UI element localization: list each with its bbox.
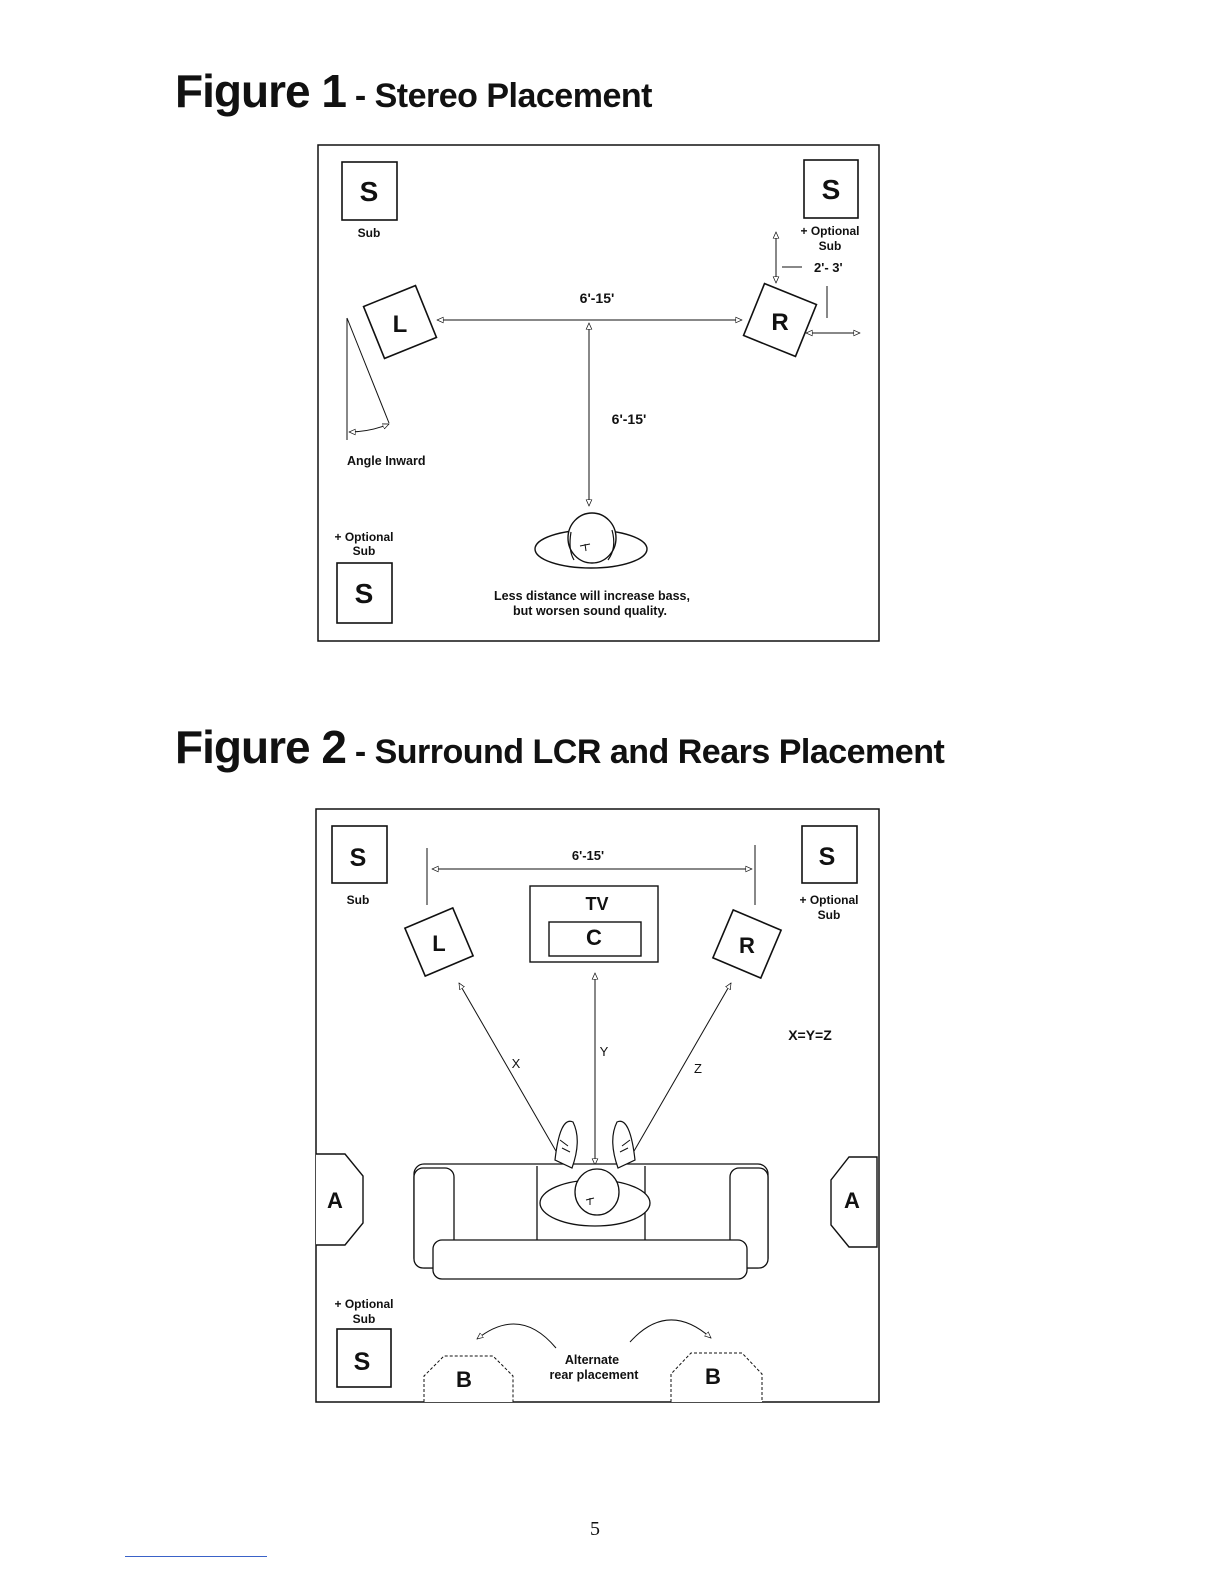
x-distance-label: X <box>512 1056 521 1071</box>
z-distance-label: Z <box>694 1061 702 1076</box>
subwoofer-letter: S <box>354 1348 371 1376</box>
right-speaker-letter: R <box>739 933 755 958</box>
subwoofer-top-right: S <box>801 825 858 884</box>
footer-rule <box>125 1556 267 1557</box>
rear-surround-letter: B <box>456 1367 472 1392</box>
figure-2-title: - Surround LCR and Rears Placement <box>354 733 945 771</box>
wall-distance-label: 2'- 3' <box>814 260 843 275</box>
page-number: 5 <box>590 1518 600 1540</box>
listener-figure <box>534 512 648 569</box>
subwoofer-bottom-left: S <box>336 562 393 624</box>
figure-2-number: Figure 2 <box>175 721 347 773</box>
left-speaker-letter: L <box>393 311 408 338</box>
side-surround-letter: A <box>844 1188 860 1213</box>
subwoofer-top-left: S <box>341 161 398 221</box>
subwoofer-letter: S <box>350 844 367 872</box>
figure-1-heading: Figure 1 - Stereo Placement <box>175 64 652 118</box>
subwoofer-letter: S <box>355 578 374 609</box>
tv-label: TV <box>585 894 608 914</box>
alternate-right-arrow <box>629 1319 711 1343</box>
right-speaker-letter: R <box>771 309 788 336</box>
rear-surround-right: B <box>670 1352 763 1402</box>
surround-placement-diagram: S Sub S + Optional Sub 6'-15' TV C L R X… <box>315 808 880 1403</box>
stereo-placement-diagram: S Sub S + Optional Sub 2'- 3' L R 6'-15'… <box>317 144 880 642</box>
tv-cabinet: TV C <box>529 885 659 963</box>
subwoofer-letter: S <box>819 843 836 871</box>
center-speaker <box>548 921 642 957</box>
side-surround-letter: A <box>327 1188 343 1213</box>
subwoofer-bottom-left: S <box>336 1328 392 1388</box>
y-distance-label: Y <box>600 1044 609 1059</box>
subwoofer-top-left: S <box>331 825 388 884</box>
sub-label: Sub <box>358 226 381 240</box>
rear-surround-left: B <box>423 1355 514 1402</box>
left-speaker: L <box>362 284 438 360</box>
alternate-left-arrow <box>477 1323 557 1349</box>
optional-sub-label-line1: + Optional <box>799 893 858 907</box>
figure-1-number: Figure 1 <box>175 65 347 117</box>
side-surround-right: A <box>830 1156 878 1248</box>
left-speaker-letter: L <box>432 931 445 956</box>
figure-1-title: - Stereo Placement <box>354 77 653 115</box>
subwoofer-top-right: S <box>803 159 859 219</box>
angle-inward-label: Angle Inward <box>347 454 425 468</box>
subwoofer-letter: S <box>360 176 379 207</box>
optional-sub-label-line1: + Optional <box>334 530 393 544</box>
optional-sub-label-line1: + Optional <box>800 224 859 238</box>
equal-distance-equation: X=Y=Z <box>788 1027 832 1043</box>
bass-note-line1: Less distance will increase bass, <box>494 589 690 603</box>
optional-sub-label-line2: Sub <box>353 1312 376 1326</box>
left-distance-arrow <box>458 983 565 1165</box>
room-outline <box>315 808 880 1403</box>
left-speaker: L <box>403 906 475 978</box>
optional-sub-label-line2: Sub <box>353 544 376 558</box>
angle-inward-indicator <box>346 317 389 440</box>
right-speaker: R <box>711 908 783 980</box>
bass-note-line2: but worsen sound quality. <box>513 604 667 618</box>
optional-sub-label-line2: Sub <box>818 908 841 922</box>
listener-distance-label: 6'-15' <box>612 411 647 427</box>
listener-figure <box>539 1120 651 1227</box>
room-outline <box>317 144 880 642</box>
alternate-label-line1: Alternate <box>565 1353 619 1367</box>
right-distance-arrow <box>625 983 732 1165</box>
center-speaker-letter: C <box>586 925 602 950</box>
sub-label: Sub <box>347 893 370 907</box>
optional-sub-label-line2: Sub <box>819 239 842 253</box>
side-surround-left: A <box>316 1153 364 1246</box>
rear-surround-letter: B <box>705 1364 721 1389</box>
speaker-width-label: 6'-15' <box>572 848 604 863</box>
right-speaker: R <box>742 282 818 358</box>
optional-sub-label-line1: + Optional <box>334 1297 393 1311</box>
subwoofer-letter: S <box>822 174 841 205</box>
alternate-label-line2: rear placement <box>550 1368 640 1382</box>
figure-2-heading: Figure 2 - Surround LCR and Rears Placem… <box>175 720 945 774</box>
speaker-width-label: 6'-15' <box>580 290 615 306</box>
